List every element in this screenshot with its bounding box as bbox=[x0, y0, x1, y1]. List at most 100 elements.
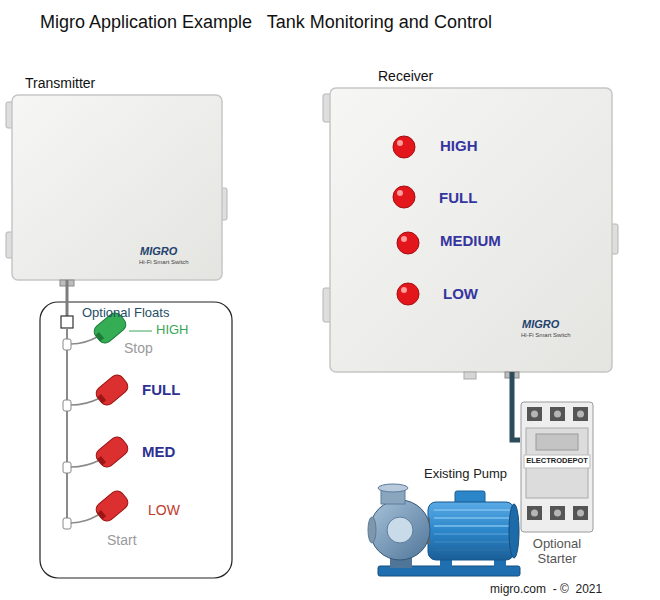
float-cable bbox=[63, 400, 71, 411]
float-switch bbox=[97, 510, 106, 519]
contactor-illustration bbox=[527, 407, 542, 421]
indicator-lamp bbox=[393, 136, 415, 158]
float-cable bbox=[71, 398, 100, 405]
float-cable bbox=[63, 462, 71, 473]
contactor-illustration bbox=[577, 411, 584, 418]
diagram-title: Migro Application Example Tank Monitorin… bbox=[40, 12, 492, 33]
pump-illustration bbox=[434, 533, 510, 535]
lamp-label: MEDIUM bbox=[440, 232, 501, 249]
float-cable bbox=[71, 336, 99, 344]
indicator-lamp bbox=[393, 186, 415, 208]
pump-illustration bbox=[370, 500, 430, 560]
copyright-note: migro.com - © 2021 bbox=[490, 583, 602, 597]
brand-logo: MIGRO bbox=[522, 318, 559, 331]
indicator-lamp bbox=[397, 190, 403, 196]
brand-tagline: Hi-Fi Smart Switch bbox=[521, 332, 571, 339]
pump-illustration bbox=[434, 525, 510, 527]
float-switch bbox=[129, 331, 152, 332]
contactor-illustration bbox=[550, 506, 565, 520]
pump-illustration bbox=[428, 502, 514, 560]
floats-group-outline bbox=[40, 302, 232, 578]
indicator-lamp bbox=[397, 140, 403, 146]
contactor-illustration bbox=[554, 411, 561, 418]
starter-heading: Optional Starter bbox=[522, 537, 592, 567]
transmitter-enclosure bbox=[6, 95, 227, 286]
indicator-lamp bbox=[397, 283, 419, 305]
pump-illustration bbox=[434, 549, 510, 551]
pump-illustration bbox=[509, 504, 519, 558]
indicator-lamp bbox=[401, 287, 407, 293]
contactor-illustration bbox=[573, 407, 588, 421]
contactor-illustration bbox=[573, 506, 588, 520]
lamp-label: HIGH bbox=[440, 137, 478, 154]
contactor-illustration bbox=[531, 510, 538, 517]
box-heading: Transmitter bbox=[25, 75, 95, 91]
pump-illustration bbox=[368, 517, 376, 543]
contactor-illustration bbox=[521, 402, 593, 532]
contactor-illustration bbox=[521, 402, 593, 532]
contactor-illustration bbox=[526, 428, 588, 498]
indicator-lamp bbox=[393, 136, 419, 305]
float-switch bbox=[93, 488, 130, 524]
contactor-illustration bbox=[577, 510, 584, 517]
cable-connector bbox=[66, 280, 69, 302]
lamp-label: LOW bbox=[443, 285, 478, 302]
pump-heading: Existing Pump bbox=[424, 467, 507, 482]
float-switch bbox=[97, 456, 106, 465]
pump-illustration bbox=[434, 509, 510, 511]
transmitter-enclosure bbox=[12, 95, 222, 280]
float-cable bbox=[63, 339, 71, 350]
float-switch bbox=[95, 332, 104, 341]
contactor-illustration bbox=[531, 411, 538, 418]
contactor-illustration bbox=[554, 510, 561, 517]
contactor-illustration bbox=[527, 506, 542, 520]
float-cable bbox=[71, 514, 100, 523]
float-switch bbox=[93, 372, 130, 408]
level-label: MED bbox=[142, 443, 175, 460]
float-switch bbox=[93, 434, 130, 470]
group-heading: Optional Floats bbox=[82, 306, 169, 321]
float-cable bbox=[63, 518, 71, 529]
brand-tagline: Hi-Fi Smart Switch bbox=[139, 259, 189, 266]
float-switch bbox=[97, 394, 106, 403]
float-cable bbox=[66, 302, 69, 316]
contactor-illustration bbox=[550, 407, 565, 421]
receiver-box: ReceiverMIGROHi-Fi Smart Switch bbox=[330, 88, 612, 372]
float-switch bbox=[91, 310, 152, 524]
level-label: HIGH bbox=[156, 323, 189, 338]
maker-label: ELECTRODEPOT bbox=[526, 457, 588, 466]
transmitter-box: TransmitterMIGROHi-Fi Smart Switch bbox=[12, 95, 222, 280]
action-label: Start bbox=[107, 532, 137, 548]
receiver-enclosure bbox=[323, 88, 618, 379]
action-label: Stop bbox=[124, 340, 153, 356]
cable-connector bbox=[512, 372, 520, 440]
receiver-enclosure bbox=[330, 88, 612, 372]
contactor-illustration bbox=[536, 434, 578, 450]
float-switch bbox=[93, 488, 130, 524]
pump-illustration bbox=[378, 484, 408, 492]
box-heading: Receiver bbox=[378, 68, 433, 84]
lamp-label: FULL bbox=[439, 189, 477, 206]
float-cable bbox=[61, 316, 73, 328]
indicator-lamp bbox=[397, 232, 419, 254]
pump-illustration bbox=[387, 517, 413, 543]
contactor-illustration bbox=[524, 455, 590, 468]
pump-box: Existing Pump bbox=[368, 484, 520, 580]
float-switch bbox=[93, 434, 130, 470]
pump-illustration bbox=[368, 484, 520, 576]
float-switch bbox=[93, 372, 130, 408]
float-cable bbox=[61, 302, 100, 529]
level-label: LOW bbox=[148, 502, 180, 518]
float-cable bbox=[66, 328, 68, 528]
level-label: FULL bbox=[142, 381, 180, 398]
pump-illustration bbox=[434, 517, 510, 519]
float-cable bbox=[71, 460, 100, 467]
receiver-enclosure bbox=[464, 372, 476, 379]
floats-group-outline bbox=[40, 302, 232, 578]
starter-box: ELECTRODEPOTOptional Starter bbox=[520, 400, 594, 534]
brand-logo: MIGRO bbox=[140, 245, 177, 258]
pump-illustration bbox=[434, 541, 510, 543]
